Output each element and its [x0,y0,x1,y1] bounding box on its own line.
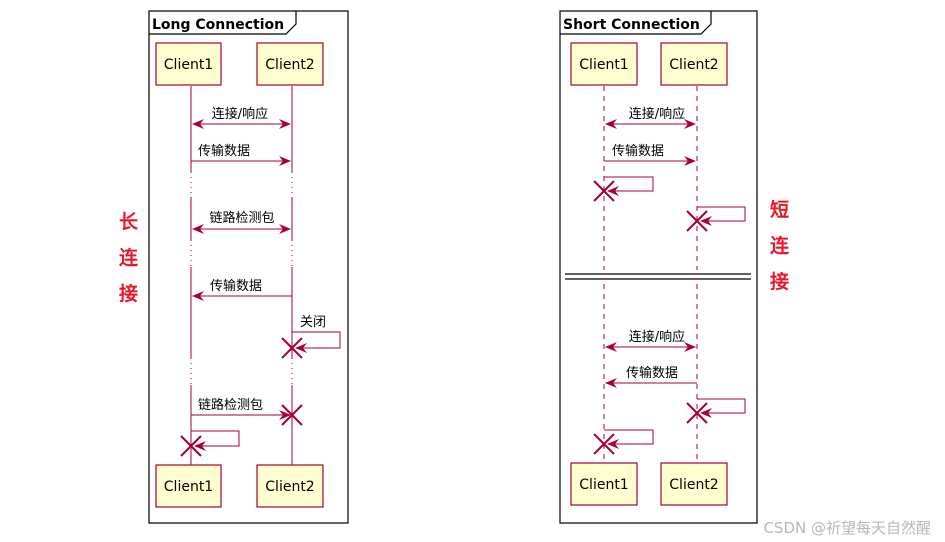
long-connection-diagram: Long Connection Client1 Client2 [148,10,349,524]
short-lifelines [603,86,698,463]
long-lifelines [190,86,293,465]
destroy-icon [593,433,615,455]
short-divider [565,273,751,280]
side-label-long-3: 接 [119,283,139,305]
long-msg-transfer2: 传输数据 [192,278,292,301]
message-label: 传输数据 [210,278,262,294]
message-label: 传输数据 [626,365,678,381]
short-participant-client2-top: Client2 [660,42,728,86]
message-label: 关闭 [300,315,326,330]
long-msg-heartbeat2: 链路检测包 [191,397,303,426]
long-msg-connect: 连接/响应 [192,106,291,129]
long-msg-heartbeat1: 链路检测包 [192,210,291,234]
participant-label: Client2 [669,57,718,73]
side-label-short-3: 接 [770,271,790,293]
long-connection-frame [148,10,349,524]
side-label-short-1: 短 [770,199,790,221]
long-frame-tab [149,11,297,35]
side-label-long-1: 长 [119,211,139,233]
short-participant-client2-bottom: Client2 [660,462,728,506]
long-msg-transfer1: 传输数据 [191,143,291,166]
destroy-icon [686,402,708,424]
long-self-close-client1 [180,430,240,457]
short-self-close-client2-b [686,398,746,424]
participant-label: Client1 [164,479,213,495]
message-label: 传输数据 [198,143,250,159]
long-participant-client2-top: Client2 [256,42,324,86]
destroy-icon [281,337,303,359]
participant-label: Client2 [669,477,718,493]
short-msg-connect2: 连接/响应 [605,329,696,352]
long-participant-client1-bottom: Client1 [155,464,222,508]
short-connection-title: Short Connection [563,17,700,33]
message-label: 连接/响应 [629,329,685,345]
long-participant-client2-bottom: Client2 [256,464,324,508]
participant-label: Client1 [164,57,213,73]
participant-label: Client2 [265,479,314,495]
short-participant-client1-top: Client1 [570,42,638,86]
short-msg-connect1: 连接/响应 [605,106,696,129]
participant-label: Client1 [579,57,628,73]
short-self-close-client1-b [593,429,654,455]
message-label: 连接/响应 [629,106,685,122]
long-connection-title: Long Connection [152,17,284,33]
watermark: CSDN @祈望每天自然醒 [763,519,931,537]
message-label: 连接/响应 [212,106,268,122]
short-participant-client1-bottom: Client1 [570,462,638,506]
message-label: 链路检测包 [198,397,263,413]
destroy-icon [180,435,202,457]
short-connection-frame [559,10,758,524]
short-connection-diagram: Short Connection Client1 Client2 连接/响应 [559,10,758,524]
side-label-short-2: 连 [770,235,790,257]
destroy-icon [686,210,708,232]
short-msg-transfer1: 传输数据 [604,143,696,166]
destroy-icon [593,180,615,202]
long-msg-close: 关闭 [281,315,341,359]
short-msg-transfer2: 传输数据 [605,365,697,388]
long-participant-client1-top: Client1 [155,42,222,86]
short-self-close-client2-a [686,206,746,232]
message-label: 传输数据 [612,143,664,159]
participant-label: Client2 [265,57,314,73]
message-label: 链路检测包 [209,210,274,226]
short-self-close-client1-a [593,176,654,202]
participant-label: Client1 [579,477,628,493]
short-frame-tab [560,11,712,35]
side-label-long-2: 连 [119,247,139,269]
destroy-icon [281,404,303,426]
